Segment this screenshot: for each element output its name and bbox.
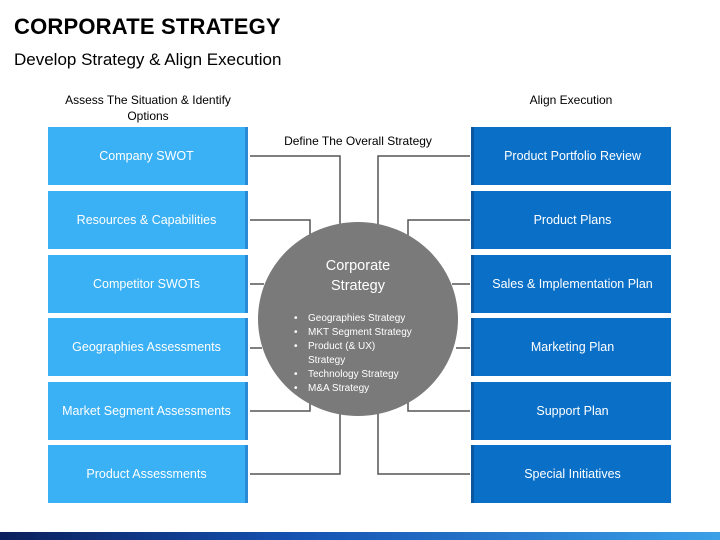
strategy-bullet: Geographies Strategy [294, 312, 434, 326]
connector-left-2 [250, 219, 311, 236]
left-box-resources-capabilities: Resources & Capabilities [48, 191, 248, 249]
strategy-bullet: M&A Strategy [294, 382, 434, 396]
strategy-bullet: Product (& UX) Strategy [294, 340, 388, 368]
strategy-bullet: MKT Segment Strategy [294, 326, 434, 340]
page-subtitle: Develop Strategy & Align Execution [14, 50, 282, 69]
left-column-heading: Assess The Situation & Identify Options [65, 93, 231, 123]
strategy-bullet-list: Geographies Strategy MKT Segment Strateg… [294, 312, 434, 396]
left-box-company-swot: Company SWOT [48, 127, 248, 185]
right-column-heading: Align Execution [529, 93, 613, 107]
footer-accent-bar [0, 532, 720, 540]
center-heading: Define The Overall Strategy [284, 134, 432, 148]
center-strategy-circle: Corporate Strategy Geographies Strategy … [258, 222, 458, 416]
left-box-market-segment-assessments: Market Segment Assessments [48, 382, 248, 440]
right-box-marketing-plan: Marketing Plan [471, 318, 671, 376]
connector-right-2 [407, 219, 470, 236]
right-box-support-plan: Support Plan [471, 382, 671, 440]
connector-left-1 [250, 155, 341, 226]
left-box-product-assessments: Product Assessments [48, 445, 248, 503]
connector-left-6 [250, 412, 341, 475]
connector-left-5 [250, 398, 311, 412]
left-box-geographies-assessments: Geographies Assessments [48, 318, 248, 376]
right-box-product-portfolio-review: Product Portfolio Review [471, 127, 671, 185]
right-box-sales-implementation-plan: Sales & Implementation Plan [471, 255, 671, 313]
right-box-special-initiatives: Special Initiatives [471, 445, 671, 503]
connector-right-6 [377, 412, 470, 475]
left-box-competitor-swots: Competitor SWOTs [48, 255, 248, 313]
right-box-product-plans: Product Plans [471, 191, 671, 249]
center-circle-title-text: Corporate Strategy [325, 258, 391, 294]
strategy-bullet: Technology Strategy [294, 368, 434, 382]
connector-right-1 [377, 155, 470, 226]
center-circle-title: Corporate Strategy [258, 256, 458, 296]
connector-right-5 [407, 398, 470, 412]
page-title: CORPORATE STRATEGY [14, 14, 281, 39]
